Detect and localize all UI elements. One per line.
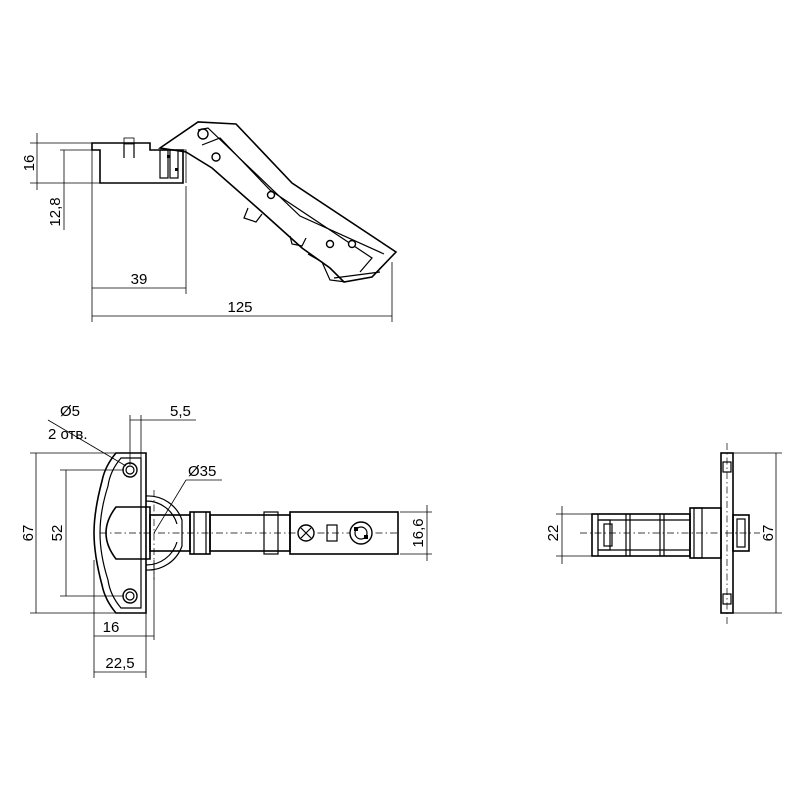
front-view-dimensions: 67 52 16,6 16 22,5 Ø5 2 отв. 5,5 Ø35 (20, 403, 432, 678)
dim-front-67: 67 (20, 525, 37, 542)
dim-front-16-6: 16,6 (410, 518, 427, 547)
end-view: 22 67 (545, 443, 782, 624)
dim-side-39: 39 (131, 271, 148, 288)
front-view-plate (93, 452, 147, 614)
side-view-cup (91, 137, 187, 184)
front-view-arm (149, 511, 399, 555)
side-view: 16 12,8 39 125 (21, 121, 398, 322)
front-view-hole-bottom (122, 588, 138, 604)
dim-front-52: 52 (49, 525, 66, 542)
dim-front-2-holes: 2 отв. (48, 426, 88, 443)
dim-end-22: 22 (545, 525, 562, 542)
dim-front-d5: Ø5 (60, 403, 80, 420)
dim-front-d35: Ø35 (188, 463, 216, 480)
dim-side-12-8: 12,8 (47, 197, 64, 226)
dim-side-125: 125 (227, 299, 252, 316)
dim-front-16: 16 (103, 619, 120, 636)
dim-front-22-5: 22,5 (105, 655, 134, 672)
side-view-dimensions: 16 12,8 39 125 (21, 133, 393, 322)
dim-end-67: 67 (760, 525, 777, 542)
dim-side-16: 16 (21, 155, 38, 172)
dim-front-5-5: 5,5 (170, 403, 191, 420)
end-view-arm (591, 507, 750, 559)
front-view: 67 52 16,6 16 22,5 Ø5 2 отв. 5,5 Ø35 (20, 403, 432, 678)
end-view-dimensions: 22 67 (545, 452, 782, 614)
front-view-cup (145, 495, 183, 571)
side-view-arm (157, 121, 398, 283)
